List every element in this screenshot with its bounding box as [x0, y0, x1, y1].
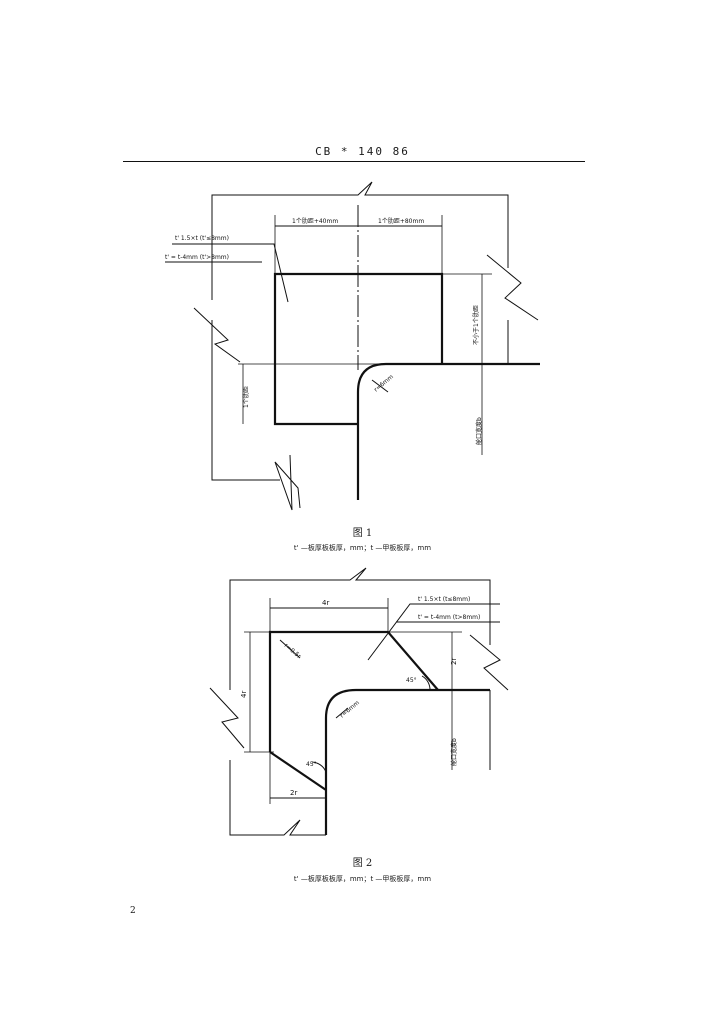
fig2-label-angle-right: 45° [406, 677, 417, 684]
fig2-label-leader-1: t' 1.5×t (t≤8mm) [418, 596, 470, 603]
fig2-label-angle-left: 45° [306, 761, 317, 768]
figure-2-caption: 图 2 [352, 858, 373, 869]
page-number: 2 [130, 906, 136, 916]
fig1-label-height-left: 1个肋距 [242, 386, 250, 408]
fig2-label-leader-2: t' = t-4mm (t>8mm) [418, 614, 480, 621]
fig1-leader-1 [172, 243, 289, 303]
fig2-label-right-dim: 2r [450, 658, 458, 665]
fig2-leader-radius [335, 707, 349, 719]
fig2-label-top-dim: 4r [322, 599, 329, 607]
fig1-plate-outline [273, 272, 444, 364]
page-header-title: CB * 140 86 [315, 145, 410, 158]
fig1-label-leader-1: t' 1.5×t (t'≤8mm) [175, 235, 229, 242]
fig1-outer-boundary-left [211, 320, 280, 481]
fig2-outer-boundary-bottom [229, 760, 326, 836]
fig1-break-bottom [274, 454, 301, 511]
fig2-outer-boundary [229, 567, 491, 690]
figure-2-legend: t' —板厚板板厚，mm；t —甲板板厚，mm [293, 875, 432, 883]
fig1-break-left [193, 307, 241, 363]
figure-1-caption: 图 1 [352, 528, 373, 539]
figure-1-legend: t' —板厚板板厚，mm；t —甲板板厚，mm [293, 544, 432, 552]
fig2-label-radius: r=6mm [339, 699, 361, 719]
fig2-break-left [209, 687, 245, 749]
fig2-label-left-dim: 4r [240, 691, 248, 698]
fig1-label-opening: 舱口宽度b [475, 417, 483, 445]
fig1-label-leader-2: t' = t-4mm (t'>8mm) [165, 254, 229, 261]
fig2-coaming-corner [324, 688, 490, 835]
fig1-coaming-corner [356, 362, 540, 500]
fig2-break-right [469, 634, 509, 691]
fig2-plate-diagonal-left [269, 751, 327, 791]
fig1-outer-boundary [211, 181, 509, 300]
fig2-leader-inner [279, 639, 301, 659]
fig1-label-height-right: 不小于1个肋距 [472, 305, 480, 345]
fig1-plate-lower [273, 364, 358, 426]
fig2-leader-1 [367, 603, 500, 661]
fig1-label-width-left: 1个肋距+40mm [292, 217, 338, 225]
fig2-label-opening: 舱口宽度b [450, 738, 458, 766]
fig1-label-width-right: 1个肋距+80mm [378, 217, 424, 225]
fig2-label-inner-radius: r=0.5r [283, 642, 303, 660]
fig1-break-right [486, 254, 539, 321]
fig2-plate-outline [268, 630, 439, 752]
fig2-label-bottom-dim: 2r [290, 789, 297, 797]
fig1-leader-radius [371, 379, 389, 393]
header-rule [123, 161, 585, 162]
